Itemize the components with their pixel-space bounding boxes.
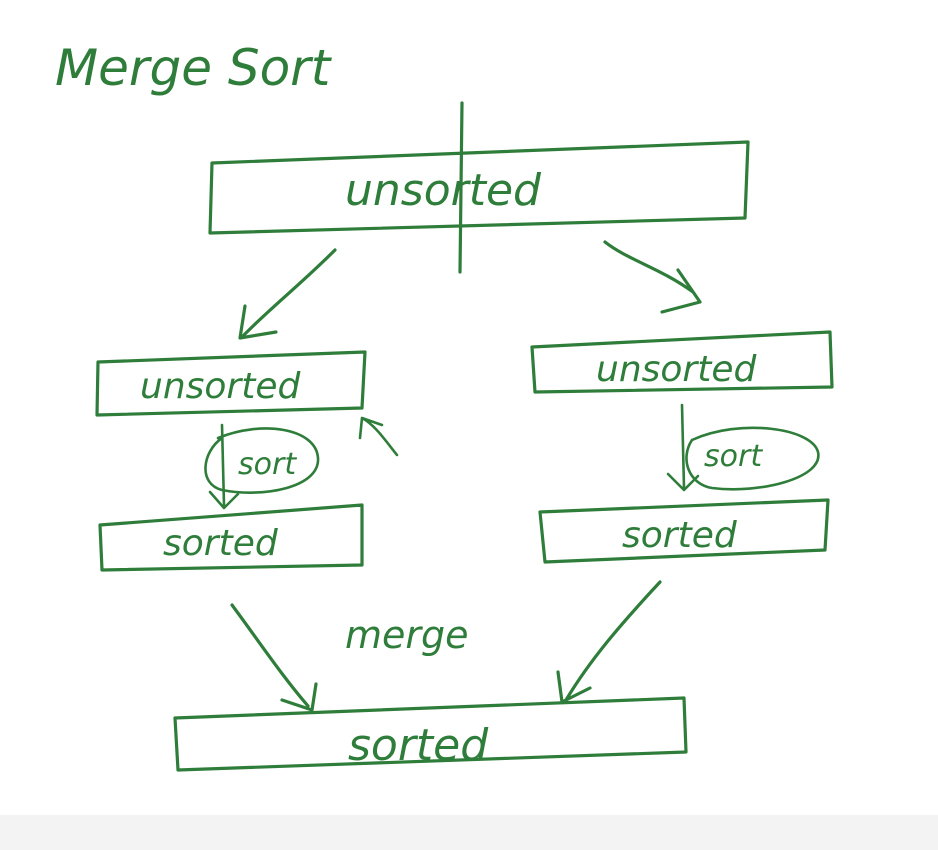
arrow-right-to-merge <box>556 580 662 704</box>
arrow-shaft <box>240 248 337 339</box>
right-unsorted-box: unsorted <box>530 330 834 394</box>
split-line <box>458 101 464 274</box>
left-sort-label: sort <box>238 447 297 482</box>
bottom-box-label: sorted <box>348 720 489 771</box>
arrow-head <box>660 268 702 314</box>
arrow-to-left-half <box>238 248 337 340</box>
left-unsorted-outline <box>95 350 367 417</box>
arrow-to-right-half <box>603 240 702 314</box>
left-sort-step: sort <box>204 423 320 510</box>
top-box-label: unsorted <box>345 165 542 216</box>
right-unsorted-outline <box>530 330 834 394</box>
bottom-sorted-box: sorted <box>173 696 688 772</box>
left-sorted-box: sorted <box>98 503 364 572</box>
bottom-strip <box>0 815 938 850</box>
right-sort-label: sort <box>704 439 763 474</box>
diagram-title: Merge Sort <box>55 39 333 97</box>
top-unsorted-box: unsorted <box>208 140 750 235</box>
right-sort-step: sort <box>666 403 820 492</box>
merge-label: merge <box>345 613 469 657</box>
right-unsorted-label: unsorted <box>596 349 757 390</box>
right-sort-circle <box>685 426 820 491</box>
arrow-head <box>238 304 278 340</box>
left-sorted-outline <box>98 503 364 572</box>
left-sort-arrow <box>208 423 240 510</box>
arrow-shaft <box>603 240 695 294</box>
right-sort-arrow <box>666 403 700 492</box>
left-unsorted-box: unsorted <box>95 350 367 417</box>
left-unsorted-label: unsorted <box>140 366 301 407</box>
left-sort-circle <box>204 427 320 494</box>
right-sorted-box: sorted <box>538 498 830 564</box>
return-arrow <box>358 416 399 457</box>
arrow-shaft <box>230 603 310 708</box>
right-sorted-outline <box>538 498 830 564</box>
bottom-box-outline <box>173 696 688 772</box>
arrow-shaft <box>564 580 662 702</box>
top-box-outline <box>208 140 750 235</box>
right-sorted-label: sorted <box>622 515 738 556</box>
left-sorted-label: sorted <box>163 523 279 564</box>
arrow-head <box>280 682 318 712</box>
arrow-left-to-merge <box>230 603 318 712</box>
